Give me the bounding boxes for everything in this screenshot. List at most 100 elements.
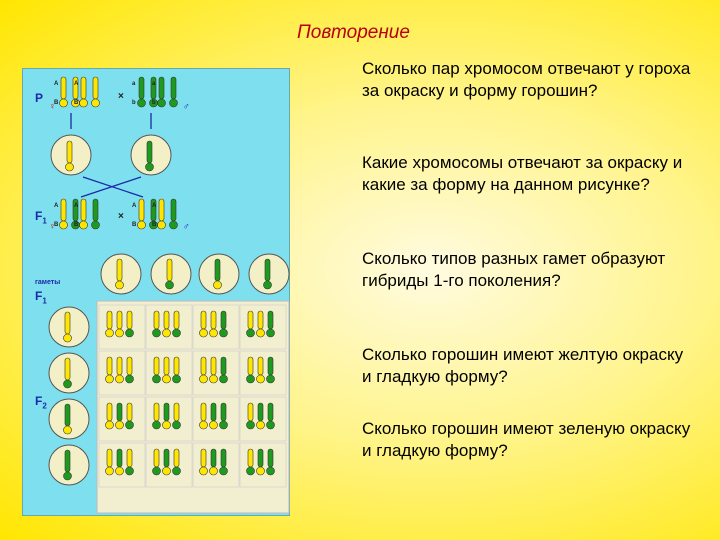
- chromosome: [267, 402, 274, 422]
- allele-dot: [199, 466, 208, 476]
- allele-dot: [219, 328, 228, 338]
- allele-dot: [115, 280, 124, 290]
- label-p: P: [35, 91, 44, 105]
- chromosome: [64, 403, 71, 427]
- label-f2: F2: [35, 394, 47, 411]
- chromosome: [173, 402, 180, 422]
- punnett-cell: [239, 442, 287, 488]
- chromosome: [138, 198, 145, 222]
- chromosome: [153, 402, 160, 422]
- allele-dot: [162, 466, 171, 476]
- allele-letter: A: [152, 203, 157, 209]
- allele-dot: [59, 98, 68, 108]
- punnett-cell: [98, 442, 146, 488]
- chromosome: [153, 356, 160, 376]
- allele-dot: [266, 328, 275, 338]
- allele-dot: [125, 420, 134, 430]
- allele-letter: a: [152, 81, 156, 87]
- chromosome: [116, 402, 123, 422]
- chromosome: [247, 448, 254, 468]
- allele-dot: [256, 420, 265, 430]
- allele-dot: [105, 466, 114, 476]
- allele-dot: [91, 98, 100, 108]
- question-1: Сколько пар хромосом отвечают у гороха з…: [362, 59, 691, 100]
- allele-dot: [256, 374, 265, 384]
- allele-dot: [162, 328, 171, 338]
- cross-sign: ×: [118, 211, 124, 222]
- allele-dot: [172, 374, 181, 384]
- chromosome: [106, 402, 113, 422]
- chromosome: [163, 310, 170, 330]
- allele-dot: [91, 220, 100, 230]
- allele-dot: [266, 420, 275, 430]
- allele-letter: A: [54, 81, 59, 87]
- allele-dot: [172, 420, 181, 430]
- allele-dot: [219, 466, 228, 476]
- chromosome: [173, 356, 180, 376]
- chromosome: [153, 448, 160, 468]
- allele-dot: [137, 98, 146, 108]
- chromosome: [106, 448, 113, 468]
- allele-dot: [125, 374, 134, 384]
- chromosome: [247, 402, 254, 422]
- allele-dot: [169, 220, 178, 230]
- chromosome: [267, 448, 274, 468]
- chromosome: [214, 258, 221, 282]
- allele-dot: [209, 466, 218, 476]
- allele-dot: [105, 328, 114, 338]
- allele-dot: [157, 98, 166, 108]
- allele-letter: A: [132, 203, 137, 209]
- question-3: Сколько типов разных гамет образуют гибр…: [362, 249, 666, 290]
- allele-dot: [162, 374, 171, 384]
- punnett-cell: [145, 350, 193, 396]
- cross-sign: ×: [118, 91, 124, 102]
- chromosome: [116, 258, 123, 282]
- chromosome: [257, 448, 264, 468]
- punnett-cell: [98, 350, 146, 396]
- chromosome: [158, 198, 165, 222]
- allele-dot: [125, 328, 134, 338]
- punnett-cell: [98, 396, 146, 442]
- allele-dot: [152, 466, 161, 476]
- chromosome: [126, 448, 133, 468]
- chromosome: [163, 356, 170, 376]
- allele-letter: B: [132, 222, 137, 228]
- allele-dot: [63, 471, 72, 481]
- chromosome: [116, 448, 123, 468]
- allele-dot: [246, 374, 255, 384]
- chromosome: [66, 140, 73, 164]
- chromosome: [173, 310, 180, 330]
- punnett-cell: [192, 442, 240, 488]
- chromosome: [200, 402, 207, 422]
- allele-dot: [152, 374, 161, 384]
- chromosome: [92, 198, 99, 222]
- chromosome: [200, 448, 207, 468]
- allele-dot: [115, 420, 124, 430]
- chromosome: [126, 402, 133, 422]
- chromosome: [210, 402, 217, 422]
- allele-dot: [169, 98, 178, 108]
- chromosome: [64, 357, 71, 381]
- chromosome: [126, 356, 133, 376]
- punnett-cell: [192, 350, 240, 396]
- allele-dot: [115, 466, 124, 476]
- label-f1-punnett: F1: [35, 289, 47, 306]
- allele-dot: [59, 220, 68, 230]
- allele-dot: [246, 466, 255, 476]
- allele-dot: [256, 466, 265, 476]
- allele-letter: B: [74, 100, 79, 106]
- allele-dot: [266, 374, 275, 384]
- allele-dot: [115, 328, 124, 338]
- allele-dot: [266, 466, 275, 476]
- allele-letter: A: [54, 203, 59, 209]
- punnett-cell: [239, 350, 287, 396]
- allele-dot: [199, 420, 208, 430]
- chromosome: [173, 448, 180, 468]
- chromosome: [170, 76, 177, 100]
- label-f1: F1: [35, 209, 47, 226]
- chromosome: [200, 356, 207, 376]
- chromosome: [247, 356, 254, 376]
- chromosome: [146, 140, 153, 164]
- chromosome: [163, 448, 170, 468]
- chromosome: [138, 76, 145, 100]
